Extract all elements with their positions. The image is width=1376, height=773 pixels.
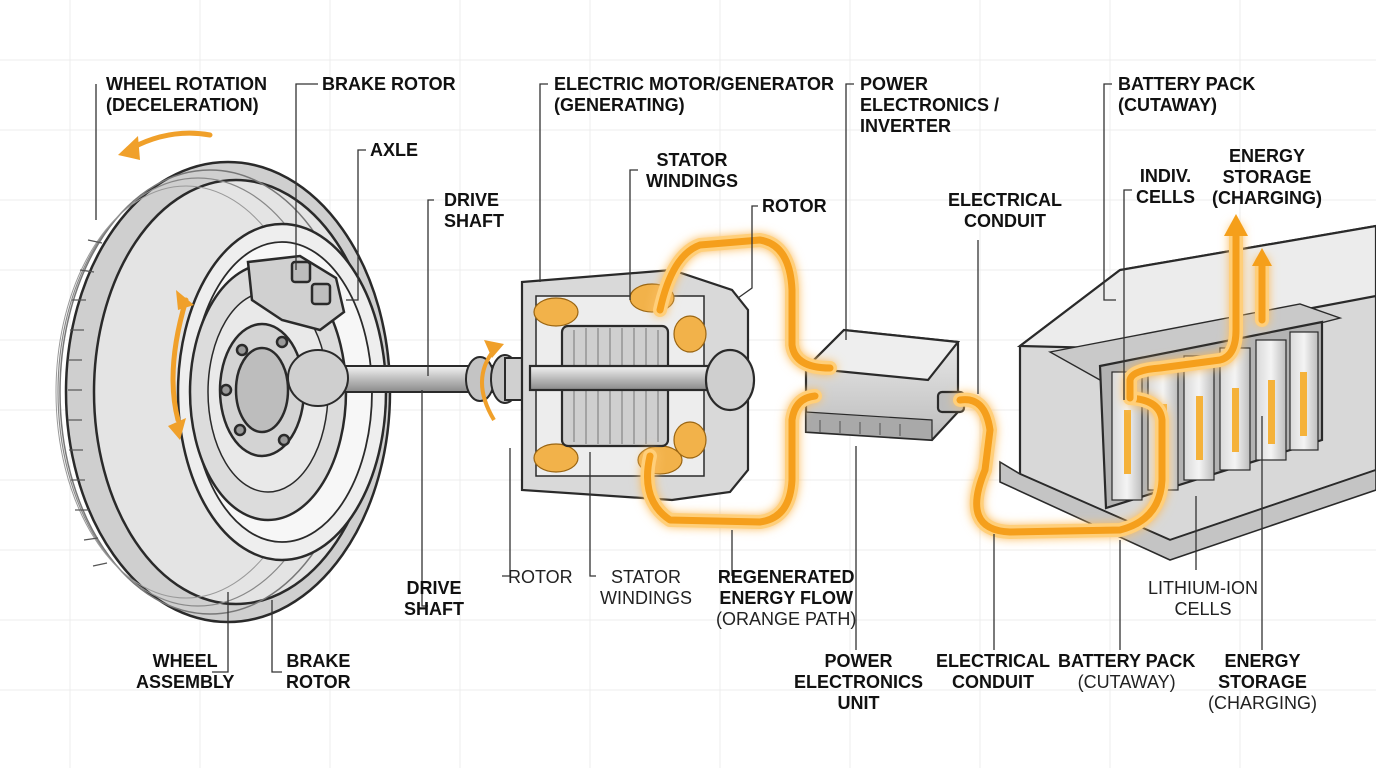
label-energy-storage-top: ENERGY STORAGE (CHARGING)	[1212, 146, 1322, 208]
label-brake-rotor-bottom: BRAKE ROTOR	[286, 651, 351, 692]
drive-shaft	[287, 349, 546, 407]
label-energy-storage-bottom: ENERGY STORAGE (CHARGING)	[1208, 651, 1317, 713]
label-regenerated-energy-flow: REGENERATED ENERGY FLOW (ORANGE PATH)	[716, 567, 857, 629]
label-stator-windings-bottom: STATOR WINDINGS	[600, 567, 692, 608]
electric-motor-generator	[520, 268, 756, 502]
label-battery-pack-top: BATTERY PACK (CUTAWAY)	[1118, 74, 1256, 115]
label-drive-shaft-bottom: DRIVE SHAFT	[404, 578, 464, 619]
leader-lines	[95, 83, 1263, 673]
rotation-arrow-icon	[480, 348, 496, 422]
battery-pack	[999, 224, 1376, 561]
label-rotor-top: ROTOR	[762, 196, 827, 216]
label-power-electronics-unit: POWER ELECTRONICS UNIT	[794, 651, 924, 713]
label-electric-motor-generator: ELECTRIC MOTOR/GENERATOR (GENERATING)	[554, 74, 835, 115]
label-wheel-assembly: WHEEL ASSEMBLY	[136, 651, 235, 692]
label-stator-windings-top: STATOR WINDINGS	[646, 150, 738, 191]
rotation-arrow-icon	[129, 130, 213, 423]
energy-up-arrow-icon	[1224, 214, 1272, 266]
label-indiv-cells: INDIV. CELLS	[1136, 166, 1196, 207]
label-lithium-ion-cells: LITHIUM-ION CELLS	[1148, 578, 1258, 619]
label-wheel-rotation: WHEEL ROTATION (DECELERATION)	[106, 74, 267, 115]
label-power-electronics-inverter: POWER ELECTRONICS / INVERTER	[860, 74, 1000, 136]
label-drive-shaft-top: DRIVE SHAFT	[444, 190, 504, 231]
regenerated-energy-flow	[640, 223, 1269, 539]
label-electrical-conduit-bottom: ELECTRICAL CONDUIT	[936, 651, 1050, 692]
label-electrical-conduit-top: ELECTRICAL CONDUIT	[948, 190, 1062, 231]
power-electronics-unit	[803, 328, 966, 442]
label-battery-pack-bottom: BATTERY PACK (CUTAWAY)	[1058, 651, 1196, 692]
label-axle: AXLE	[370, 140, 419, 160]
label-brake-rotor-top: BRAKE ROTOR	[322, 74, 456, 94]
label-rotor-bottom: ROTOR	[508, 567, 573, 587]
